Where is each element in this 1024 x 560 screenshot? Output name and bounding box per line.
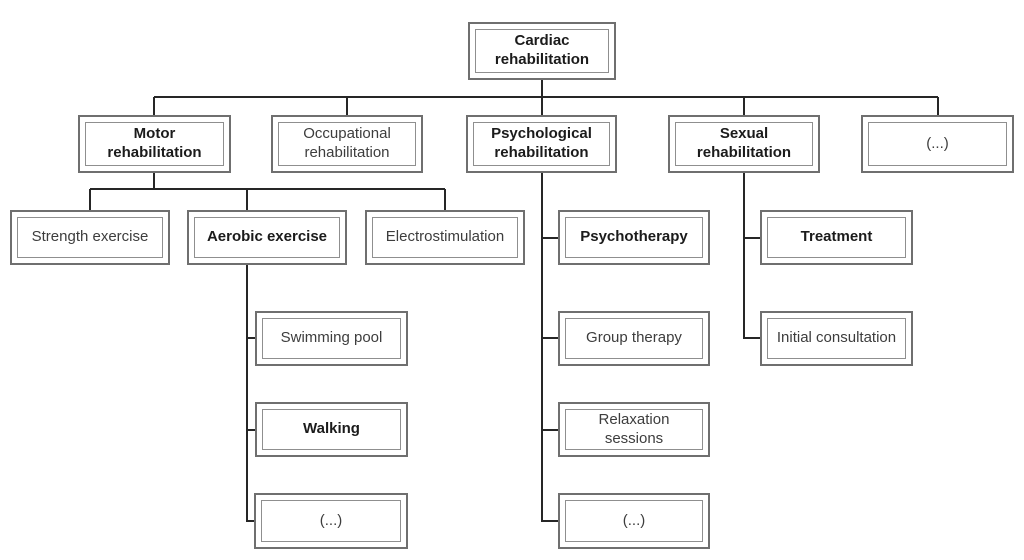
- node-inner-frame: Initial consultation: [767, 318, 906, 359]
- node-motor-rehabilitation: Motor rehabilitation: [78, 115, 231, 173]
- node-label: Psychotherapy: [580, 228, 688, 246]
- node-label: Treatment: [800, 228, 873, 246]
- node-label: Aerobic exercise: [206, 228, 328, 246]
- node-label: Strength exercise: [31, 228, 149, 246]
- node-sexual-rehabilitation: Sexual rehabilitation: [668, 115, 820, 173]
- node-label: Occupational rehabilitation: [303, 125, 391, 161]
- node-inner-frame: Relaxation sessions: [565, 409, 703, 450]
- node-inner-frame: (...): [565, 500, 703, 542]
- node-treatment: Treatment: [760, 210, 913, 265]
- node-label: Psychological rehabilitation: [491, 125, 592, 161]
- node-psychological-rehabilitation: Psychological rehabilitation: [466, 115, 617, 173]
- node-label: Walking: [303, 420, 360, 438]
- node-label: Initial consultation: [776, 329, 897, 347]
- node-inner-frame: Group therapy: [565, 318, 703, 359]
- node-psychotherapy: Psychotherapy: [558, 210, 710, 265]
- node-inner-frame: Electrostimulation: [372, 217, 518, 258]
- node-walking: Walking: [255, 402, 408, 457]
- node-aerobic-ellipsis: (...): [254, 493, 408, 549]
- node-inner-frame: Sexual rehabilitation: [675, 122, 813, 166]
- node-initial-consultation: Initial consultation: [760, 311, 913, 366]
- node-group-therapy: Group therapy: [558, 311, 710, 366]
- node-level2-ellipsis: (...): [861, 115, 1014, 173]
- node-inner-frame: Swimming pool: [262, 318, 401, 359]
- node-label: Swimming pool: [280, 329, 383, 347]
- node-inner-frame: (...): [868, 122, 1007, 166]
- node-inner-frame: Walking: [262, 409, 401, 450]
- node-inner-frame: (...): [261, 500, 401, 542]
- node-relaxation-sessions: Relaxation sessions: [558, 402, 710, 457]
- node-inner-frame: Motor rehabilitation: [85, 122, 224, 166]
- node-electrostimulation: Electrostimulation: [365, 210, 525, 265]
- node-inner-frame: Treatment: [767, 217, 906, 258]
- node-label: Cardiac rehabilitation: [494, 32, 590, 68]
- node-label: Motor rehabilitation: [107, 125, 202, 161]
- node-label: Sexual rehabilitation: [696, 125, 792, 161]
- node-aerobic-exercise: Aerobic exercise: [187, 210, 347, 265]
- node-psychological-ellipsis: (...): [558, 493, 710, 549]
- node-label: (...): [926, 134, 949, 152]
- node-label: Relaxation sessions: [598, 410, 670, 447]
- node-swimming-pool: Swimming pool: [255, 311, 408, 366]
- node-cardiac-rehabilitation: Cardiac rehabilitation: [468, 22, 616, 80]
- node-label: Group therapy: [586, 329, 682, 347]
- node-inner-frame: Aerobic exercise: [194, 217, 340, 258]
- node-inner-frame: Cardiac rehabilitation: [475, 29, 609, 73]
- node-inner-frame: Psychotherapy: [565, 217, 703, 258]
- node-label: (...): [622, 511, 646, 529]
- node-inner-frame: Occupational rehabilitation: [278, 122, 416, 166]
- node-inner-frame: Psychological rehabilitation: [473, 122, 610, 166]
- node-occupational-rehabilitation: Occupational rehabilitation: [271, 115, 423, 173]
- node-strength-exercise: Strength exercise: [10, 210, 170, 265]
- node-label: (...): [319, 511, 343, 529]
- node-label: Electrostimulation: [385, 228, 505, 246]
- node-inner-frame: Strength exercise: [17, 217, 163, 258]
